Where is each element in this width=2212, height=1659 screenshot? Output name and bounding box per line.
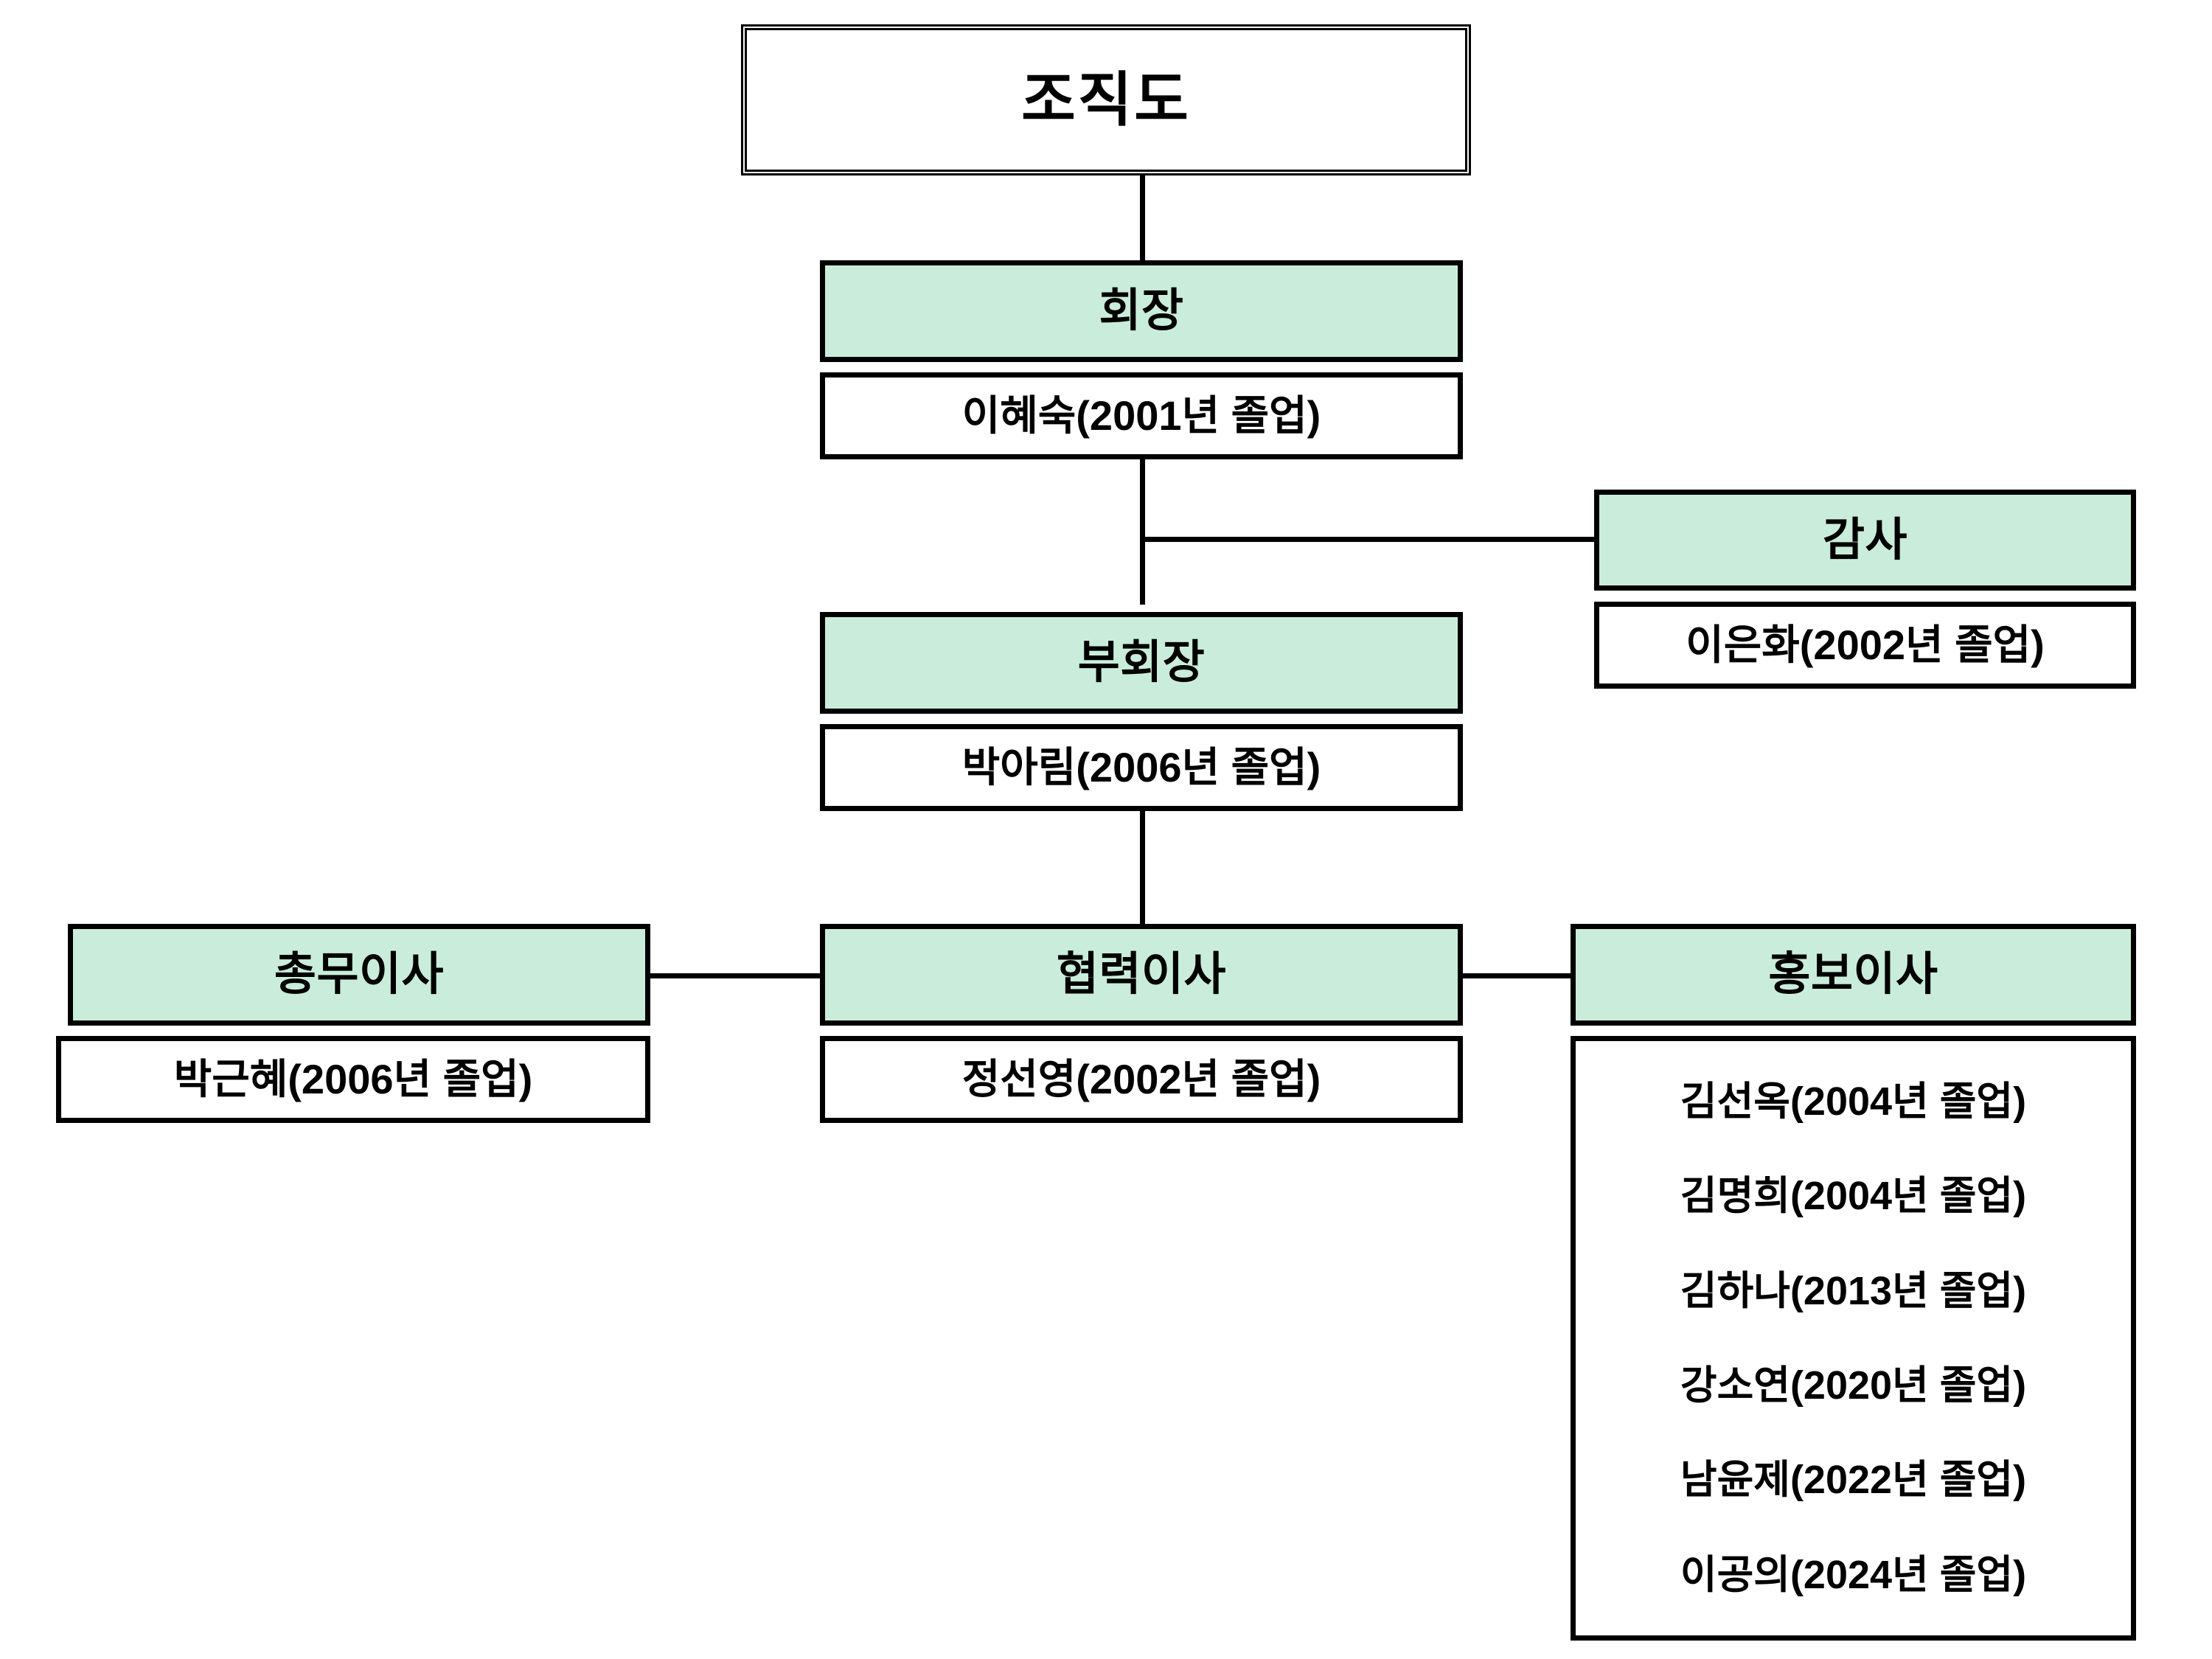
connector-vicepresident-to-cooperation — [1140, 810, 1145, 973]
member-name: 정선영(2002년 졸업) — [961, 1056, 1321, 1102]
connector-cooperation-to-generalaffairs — [649, 973, 826, 978]
node-general-affairs-director-members: 박근혜(2006년 졸업) — [56, 1036, 650, 1123]
node-cooperation-director-members: 정선영(2002년 졸업) — [820, 1036, 1463, 1123]
node-auditor-members: 이은화(2002년 졸업) — [1594, 602, 2136, 689]
chart-title-text: 조직도 — [1021, 66, 1191, 133]
connector-cooperation-to-pr — [1460, 973, 1599, 978]
member-name: 박근혜(2006년 졸업) — [173, 1056, 533, 1102]
node-vice-president-title[interactable]: 부회장 — [820, 612, 1463, 714]
connector-title-to-president — [1140, 175, 1145, 262]
node-vice-president-members: 박아림(2006년 졸업) — [820, 724, 1463, 811]
node-pr-director-title[interactable]: 홍보이사 — [1571, 924, 2136, 1026]
connector-president-to-vicepresident — [1140, 457, 1145, 605]
node-cooperation-director-title[interactable]: 협력이사 — [820, 924, 1463, 1026]
node-president-members: 이혜숙(2001년 졸업) — [820, 372, 1463, 459]
member-name: 이공의(2024년 졸업) — [1680, 1552, 2027, 1597]
connector-president-to-auditor — [1140, 537, 1597, 542]
member-name: 남윤제(2022년 졸업) — [1680, 1458, 2027, 1503]
node-general-affairs-director-title[interactable]: 총무이사 — [68, 924, 650, 1026]
member-name: 김명희(2004년 졸업) — [1680, 1174, 2027, 1219]
member-name: 박아림(2006년 졸업) — [961, 744, 1321, 790]
node-auditor-title[interactable]: 감사 — [1594, 490, 2136, 591]
member-name: 이혜숙(2001년 졸업) — [961, 392, 1321, 439]
member-name: 이은화(2002년 졸업) — [1686, 622, 2045, 668]
member-name: 김선옥(2004년 졸업) — [1680, 1079, 2027, 1124]
chart-title-box: 조직도 — [741, 24, 1471, 175]
member-name: 강소연(2020년 졸업) — [1680, 1363, 2027, 1408]
node-president-title[interactable]: 회장 — [820, 260, 1463, 362]
member-name: 김하나(2013년 졸업) — [1680, 1268, 2027, 1313]
node-pr-director-members: 김선옥(2004년 졸업) 김명희(2004년 졸업) 김하나(2013년 졸업… — [1571, 1036, 2136, 1641]
